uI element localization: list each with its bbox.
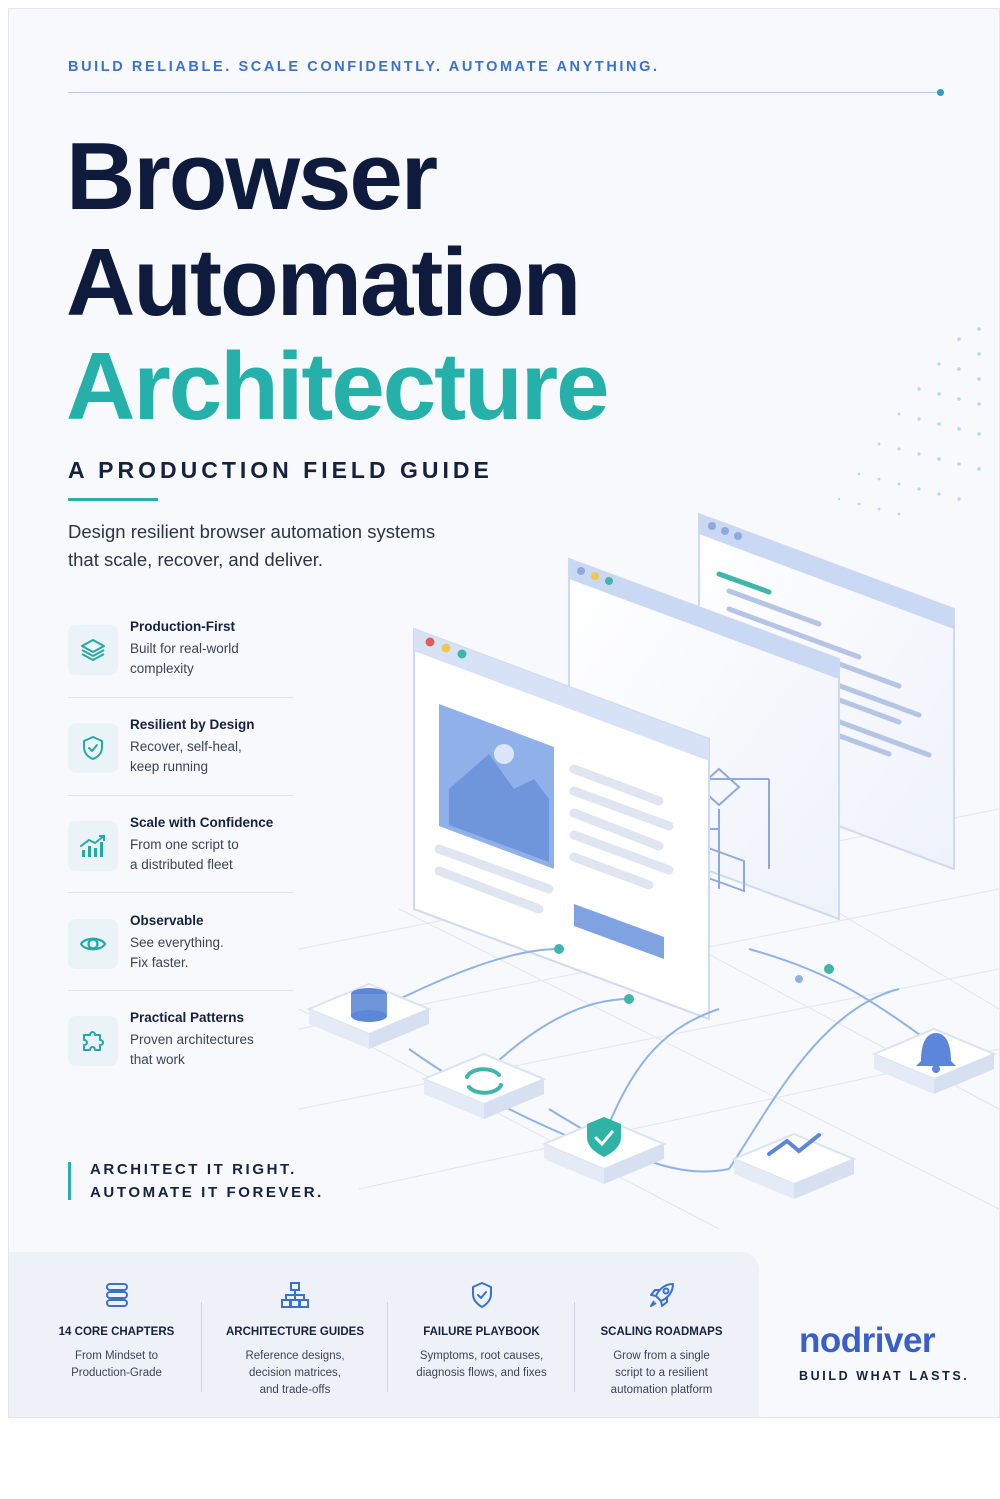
feature-desc-line: From one script to [130,837,239,852]
feature-desc: Built for real-world complexity [130,639,295,679]
highlight-divider [387,1302,388,1392]
feature-desc-line: keep running [130,759,209,774]
motto-line-2: AUTOMATE IT FOREVER. [90,1184,324,1201]
feature-divider [68,697,293,698]
feature-desc-line: complexity [130,661,194,676]
highlight-desc-line: automation platform [610,1384,713,1396]
feature-title: Resilient by Design [130,717,255,732]
highlight-title: FAILURE PLAYBOOK [423,1326,540,1338]
hierarchy-icon [281,1282,309,1308]
highlight-desc: Symptoms, root causes, diagnosis flows, … [394,1348,569,1382]
highlight-desc-line: diagnosis flows, and fixes [416,1367,547,1379]
layers-icon [68,625,118,675]
highlight-guides: ARCHITECTURE GUIDES Reference designs, d… [209,1252,381,1417]
highlight-desc-line: From Mindset to [74,1350,159,1362]
feature-divider [68,795,293,796]
highlight-chapters: 14 CORE CHAPTERS From Mindset to Product… [29,1252,204,1417]
feature-title: Scale with Confidence [130,815,274,830]
highlight-desc-line: decision matrices, [248,1367,342,1379]
description-line-2: that scale, recover, and deliver. [68,549,324,570]
highlight-desc: From Mindset to Production-Grade [29,1348,204,1382]
feature-desc-line: See everything. [130,935,224,950]
feature-item: Observable See everything. Fix faster. [68,913,293,995]
feature-desc-line: a distributed fleet [130,857,233,872]
tagline: BUILD RELIABLE. SCALE CONFIDENTLY. AUTOM… [68,59,660,75]
highlight-divider [574,1302,575,1392]
feature-desc-line: Proven architectures [130,1032,254,1047]
feature-title: Observable [130,913,204,928]
analytics-tile [731,1132,857,1199]
highlight-divider [201,1302,202,1392]
feature-divider [68,990,293,991]
feature-desc: Proven architectures that work [130,1030,295,1070]
dot-pattern [837,327,981,516]
feature-title: Practical Patterns [130,1010,245,1025]
feature-item: Practical Patterns Proven architectures … [68,1010,293,1092]
security-tile [541,1117,667,1184]
feature-desc: Recover, self-heal, keep running [130,737,295,777]
highlight-roadmaps: SCALING ROADMAPS Grow from a single scri… [579,1252,744,1417]
highlight-desc-line: Production-Grade [71,1367,162,1379]
motto-accent-bar [68,1162,71,1200]
stack-icon [105,1283,128,1307]
feature-divider [68,892,293,893]
feature-desc: From one script to a distributed fleet [130,835,295,875]
feature-desc-line: that work [130,1052,185,1067]
description-line-1: Design resilient browser automation syst… [68,521,436,542]
feature-item: Production-First Built for real-world co… [68,619,293,701]
highlight-title: 14 CORE CHAPTERS [58,1326,175,1338]
notification-tile [871,1027,997,1094]
description: Design resilient browser automation syst… [68,518,488,574]
motto-line-1: ARCHITECT IT RIGHT. [90,1161,297,1178]
highlight-desc-line: and trade-offs [259,1384,331,1396]
subtitle: A PRODUCTION FIELD GUIDE [68,457,493,483]
rocket-icon [649,1283,674,1307]
feature-item: Resilient by Design Recover, self-heal, … [68,717,293,799]
brand-logo: nodriver [799,1321,936,1360]
eye-icon [68,919,118,969]
browser-window-front [413,627,710,1021]
highlight-desc-line: Grow from a single [613,1350,710,1362]
shield-icon [471,1282,492,1308]
highlight-playbook: FAILURE PLAYBOOK Symptoms, root causes, … [394,1252,569,1417]
feature-desc-line: Fix faster. [130,955,189,970]
shield-check-icon [68,723,118,773]
architecture-illustration [299,327,999,1229]
divider-dot [937,89,944,96]
book-cover: BUILD RELIABLE. SCALE CONFIDENTLY. AUTOM… [8,8,1000,1418]
feature-desc: See everything. Fix faster. [130,933,295,973]
growth-chart-icon [68,821,118,871]
title-line-2: Automation [66,229,581,336]
database-tile [306,982,432,1049]
connection-nodes [554,944,834,1004]
highlight-desc: Grow from a single script to a resilient… [579,1348,744,1399]
highlight-desc-line: script to a resilient [615,1367,708,1379]
highlights-band: 14 CORE CHAPTERS From Mindset to Product… [9,1252,759,1417]
feature-title: Production-First [130,619,235,634]
top-divider [68,92,944,93]
highlight-title: SCALING ROADMAPS [600,1326,723,1338]
highlight-title: ARCHITECTURE GUIDES [225,1326,364,1338]
title-line-3: Architecture [66,333,609,440]
feature-item: Scale with Confidence From one script to… [68,815,293,897]
feature-desc-line: Built for real-world [130,641,239,656]
highlight-desc: Reference designs, decision matrices, an… [209,1348,381,1399]
sync-tile [421,1052,547,1119]
puzzle-icon [68,1016,118,1066]
title-line-1: Browser [66,123,438,230]
highlight-desc-line: Symptoms, root causes, [419,1350,544,1362]
subtitle-underline [68,498,158,501]
highlight-desc-line: Reference designs, [245,1350,345,1362]
brand-slogan: BUILD WHAT LASTS. [799,1369,970,1383]
feature-desc-line: Recover, self-heal, [130,739,242,754]
